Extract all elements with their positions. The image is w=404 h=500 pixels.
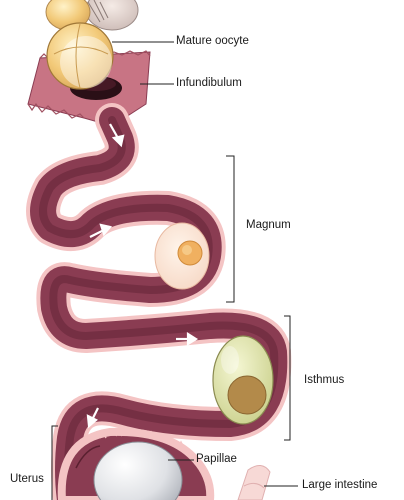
- label-mature-oocyte: Mature oocyte: [176, 35, 249, 47]
- large-intestine: [237, 465, 271, 500]
- label-leaders: [51, 41, 298, 500]
- label-papillae: Papillae: [196, 453, 237, 465]
- papillae-marks: [99, 428, 185, 449]
- flow-arrows: [86, 123, 199, 429]
- mature-oocyte: [46, 22, 114, 90]
- oviduct-lumen: [30, 107, 288, 500]
- arrow-1-head: [111, 134, 125, 148]
- arrow-2: [89, 229, 105, 238]
- label-isthmus: Isthmus: [304, 374, 345, 386]
- egg-magnum: [154, 222, 210, 290]
- label-uterus: Uterus: [10, 473, 44, 485]
- oviduct-lumen-shadow: [39, 116, 279, 500]
- bracket-isthmus: [284, 315, 291, 441]
- bracket-magnum: [226, 155, 235, 303]
- bracket-uterus: [51, 425, 58, 500]
- arrow-4-head: [86, 414, 98, 429]
- egg-uterus: [93, 441, 183, 500]
- egg-isthmus: [212, 335, 274, 425]
- arrow-3-head: [186, 332, 199, 346]
- arrow-2-head: [99, 223, 113, 237]
- label-large-intestine: Large intestine: [302, 479, 378, 491]
- label-magnum: Magnum: [246, 219, 291, 231]
- label-infundibulum: Infundibulum: [176, 77, 242, 89]
